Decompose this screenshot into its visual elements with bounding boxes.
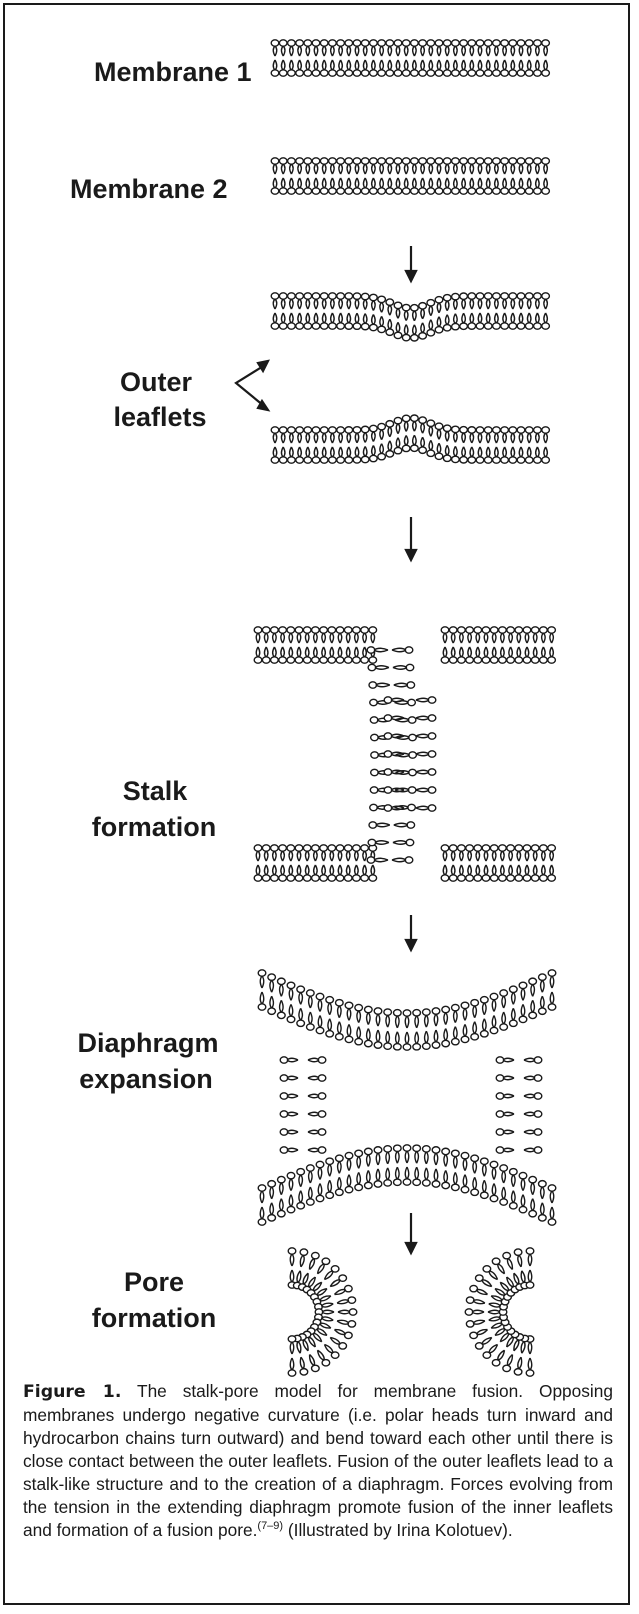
label-pore-line1: Pore bbox=[124, 1265, 184, 1299]
diaphragm-lower bbox=[258, 1145, 556, 1225]
arrow-4 bbox=[406, 1213, 416, 1253]
stalk-lower-right bbox=[441, 845, 555, 881]
diaphragm-upper bbox=[258, 970, 556, 1050]
stalk-lower-left bbox=[254, 845, 376, 881]
outer-leaflets-pointer bbox=[236, 361, 268, 410]
arrow-2 bbox=[406, 517, 416, 560]
arrow-3 bbox=[406, 915, 416, 950]
stalk-upper-right bbox=[441, 627, 555, 663]
figure-caption: Figure 1. The stalk-pore model for membr… bbox=[23, 1380, 613, 1542]
membrane-1-bilayer bbox=[271, 40, 549, 76]
outer-leaflet-upper bbox=[271, 293, 549, 341]
arrow-1 bbox=[406, 246, 416, 281]
figure-label: Figure 1. bbox=[23, 1382, 121, 1402]
pore-left-arc bbox=[288, 1248, 357, 1376]
label-outer-leaflets-line1: Outer bbox=[120, 365, 192, 399]
caption-citation: (7–9) bbox=[257, 1520, 283, 1532]
label-diaphragm-line2: expansion bbox=[79, 1062, 213, 1096]
label-stalk-line1: Stalk bbox=[123, 774, 188, 808]
outer-leaflet-lower bbox=[271, 415, 549, 463]
label-stalk-line2: formation bbox=[92, 810, 217, 844]
diaphragm-side-lipids bbox=[280, 1057, 542, 1153]
label-outer-leaflets-line2: leaflets bbox=[113, 400, 206, 434]
label-diaphragm-line1: Diaphragm bbox=[77, 1026, 218, 1060]
label-pore-line2: formation bbox=[92, 1301, 217, 1335]
caption-credit: (Illustrated by Irina Kolotuev). bbox=[288, 1520, 513, 1540]
membrane-2-bilayer bbox=[271, 158, 549, 194]
label-membrane-2: Membrane 2 bbox=[70, 172, 228, 206]
label-membrane-1: Membrane 1 bbox=[94, 55, 252, 89]
pore-right-arc bbox=[465, 1248, 534, 1376]
bilayer-group bbox=[254, 40, 556, 1376]
stalk-upper-left bbox=[254, 627, 376, 663]
caption-text: The stalk-pore model for membrane fusion… bbox=[23, 1381, 613, 1540]
arrow-group bbox=[236, 246, 416, 1253]
